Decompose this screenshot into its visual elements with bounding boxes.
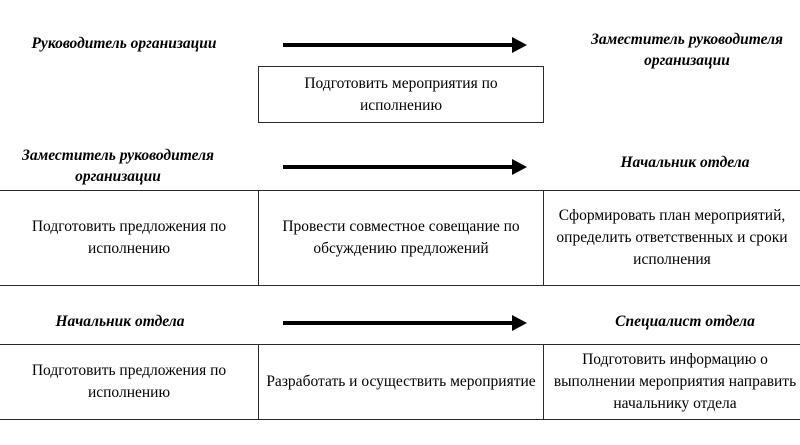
stage-2-arrow-icon xyxy=(283,157,527,177)
stage-2-to-role: Начальник отдела xyxy=(620,154,750,171)
stage-3-arrow-icon xyxy=(283,313,527,333)
stage-1-task-box: Подготовить мероприятия по исполнению xyxy=(258,66,544,123)
stage-2-task-cell-3: Сформировать план мероприятий, определит… xyxy=(544,190,800,286)
stage-3-task-text-2: Разработать и осуществить мероприятие xyxy=(266,373,536,390)
stage-1-from-role: Руководитель организации xyxy=(31,35,217,52)
stage-2-task-text-2: Провести совместное совещание по обсужде… xyxy=(282,218,520,257)
stage-2-task-cell-1: Подготовить предложения по исполнению xyxy=(0,190,258,286)
stage-3-task-cell-1: Подготовить предложения по исполнению xyxy=(0,344,258,420)
stage-3-task-cell-2: Разработать и осуществить мероприятие xyxy=(258,344,544,420)
stage-2-task-text-3: Сформировать план мероприятий, определит… xyxy=(556,207,788,268)
stage-2-from-role: Заместитель руководителя организации xyxy=(21,147,215,185)
stage-3-task-band xyxy=(0,344,800,420)
stage-1-arrow-icon xyxy=(283,35,527,55)
stage-3-task-cell-3: Подготовить информацию о выполнении меро… xyxy=(544,344,800,420)
stage-1-to-role: Заместитель руководителя организации xyxy=(590,31,784,69)
stage-3-to-role: Специалист отдела xyxy=(615,313,755,330)
stage-1-task-text: Подготовить мероприятия по исполнению xyxy=(304,74,498,114)
stage-3-task-text-1: Подготовить предложения по исполнению xyxy=(31,362,227,401)
stage-3-task-text-3: Подготовить информацию о выполнении меро… xyxy=(553,351,797,412)
stage-2-task-cell-2: Провести совместное совещание по обсужде… xyxy=(258,190,544,286)
stage-3-from-role: Начальник отдела xyxy=(55,313,185,330)
stage-2-task-text-1: Подготовить предложения по исполнению xyxy=(31,218,227,257)
stage-2-task-band xyxy=(0,190,800,286)
